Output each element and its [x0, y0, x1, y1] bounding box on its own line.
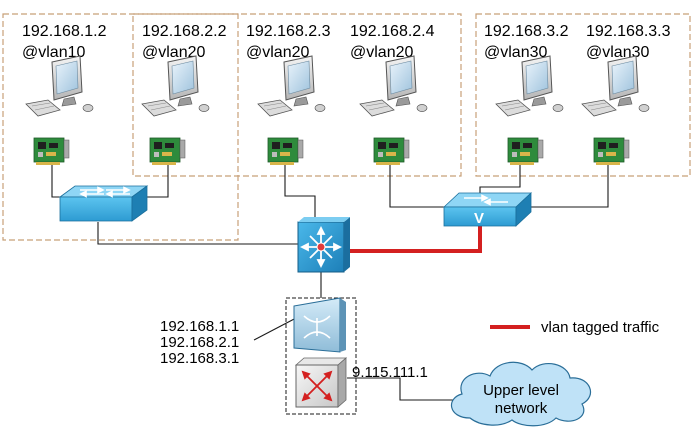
vlan-box-left: [2, 13, 239, 241]
host-4-ip: 192.168.2.4: [350, 23, 435, 40]
monitor-icon[interactable]: [521, 55, 553, 107]
host-2-vlan: @vlan20: [142, 44, 205, 61]
router-ip-labels: 192.168.1.1 192.168.2.1 192.168.3.1: [160, 318, 239, 367]
host-3-ip: 192.168.2.3: [246, 23, 331, 40]
firewall-icon[interactable]: [293, 297, 346, 353]
host-2-ip: 192.168.2.2: [142, 23, 227, 40]
keyboard-icon: [25, 99, 61, 117]
keyboard-icon: [359, 99, 395, 117]
gateway-ip: 9.115.111.1: [352, 364, 428, 381]
monitor-icon[interactable]: [283, 55, 315, 107]
vlan-group-boxes: [2, 13, 691, 241]
monitor-icon[interactable]: [167, 55, 199, 107]
cloud-icon[interactable]: Upper level network: [451, 361, 592, 427]
legend: vlan tagged traffic: [490, 319, 660, 336]
vlan-box-inner: [132, 13, 462, 177]
mouse-icon: [198, 104, 210, 112]
host-1-vlan: @vlan10: [22, 44, 85, 61]
router-icon[interactable]: [294, 357, 348, 408]
keyboard-icon: [495, 99, 531, 117]
router-ip-1: 192.168.1.1: [160, 318, 239, 335]
keyboard-icon: [257, 99, 293, 117]
workstation-4: [359, 55, 428, 165]
workstation-5: [495, 55, 564, 165]
link-ip-pointer: [253, 316, 299, 341]
monitor-icon[interactable]: [385, 55, 417, 107]
link-nic3-core: [284, 163, 316, 222]
workstation-3: [257, 55, 326, 165]
keyboard-icon: [581, 99, 617, 117]
host-labels: 192.168.1.2 @vlan10 192.168.2.2 @vlan20 …: [22, 23, 671, 61]
legend-label: vlan tagged traffic: [541, 319, 660, 336]
nic-card-icon: [267, 137, 304, 165]
workstation-6: [581, 55, 650, 165]
host-4-vlan: @vlan20: [350, 44, 413, 61]
link-nic1-switch: [51, 163, 60, 198]
gateway-group-box: [285, 297, 357, 415]
core-switch-icon[interactable]: [297, 217, 350, 273]
mouse-icon: [552, 104, 564, 112]
router-ip-2: 192.168.2.1: [160, 334, 239, 351]
mouse-icon: [314, 104, 326, 112]
nic-card-icon: [373, 137, 410, 165]
link-nic4-right-switch: [389, 163, 444, 208]
right-switch-letter: V: [474, 210, 484, 227]
workstation-1: [25, 55, 94, 165]
left-switch-icon[interactable]: [58, 185, 149, 222]
mouse-icon: [416, 104, 428, 112]
tagged-trunk-link: [344, 220, 482, 253]
host-6-vlan: @vlan30: [586, 44, 649, 61]
monitor-icon[interactable]: [607, 55, 639, 107]
cloud-label-line2: network: [495, 400, 548, 417]
workstations: [25, 55, 650, 165]
nic-card-icon: [507, 137, 544, 165]
monitor-icon[interactable]: [51, 55, 83, 107]
host-3-vlan: @vlan20: [246, 44, 309, 61]
nic-card-icon: [593, 137, 630, 165]
link-nic6-right-switch: [517, 163, 609, 208]
cloud-label-line1: Upper level: [483, 382, 559, 399]
workstation-2: [141, 55, 210, 165]
host-5-ip: 192.168.3.2: [484, 23, 569, 40]
host-1-ip: 192.168.1.2: [22, 23, 107, 40]
host-5-vlan: @vlan30: [484, 44, 547, 61]
nic-card-icon: [33, 137, 70, 165]
vlan-box-right: [475, 13, 691, 177]
nic-card-icon: [149, 137, 186, 165]
router-ip-3: 192.168.3.1: [160, 350, 239, 367]
link-nic2-switch: [140, 163, 169, 198]
mouse-icon: [638, 104, 650, 112]
link-gateway-cloud: [347, 377, 455, 401]
host-6-ip: 192.168.3.3: [586, 23, 671, 40]
mouse-icon: [82, 104, 94, 112]
link-nic5-right-switch: [479, 163, 521, 195]
keyboard-icon: [141, 99, 177, 117]
network-links: [51, 163, 609, 401]
link-left-switch-core: [97, 222, 298, 245]
right-switch-icon[interactable]: V: [442, 192, 533, 227]
